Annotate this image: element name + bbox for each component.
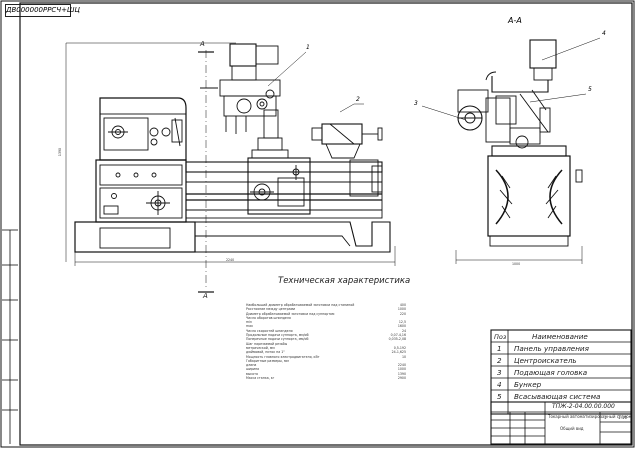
spec-title: Техническая характеристика: [278, 276, 411, 286]
spec-name: Наибольший диаметр обрабатываемой загото…: [246, 303, 355, 307]
spec-value: 1000: [397, 367, 406, 372]
spec-name: max: [246, 324, 253, 329]
spec-name: высота: [246, 371, 258, 376]
spec-value: 0,07-4,16: [390, 333, 406, 338]
spec-name: Продольные подачи суппорта, мм/об: [246, 333, 309, 338]
spec-value: 400: [399, 303, 406, 307]
spec-value: 220: [399, 311, 406, 316]
spec-row: Масса станка, кг 2900: [246, 376, 406, 380]
bom-pos-1: 1: [497, 344, 502, 353]
spec-row: длина 2240: [246, 363, 406, 367]
bom-table: [490, 329, 632, 415]
bom-pos-5: 5: [497, 392, 502, 401]
drawing-scale: 1:10: [618, 415, 627, 420]
spec-name: метрической, мм: [246, 345, 275, 350]
spec-name: дюймовой, ниток на 1": [246, 350, 285, 355]
spec-name: Число оборотов шпинделя: [246, 315, 291, 320]
dim-side-width: 1000: [512, 262, 521, 266]
spec-row: Диаметр обрабатываемой заготовки над суп…: [246, 312, 406, 316]
drawing-name: Токарный автоматизированный станок: [548, 414, 632, 419]
spec-name: min: [246, 320, 253, 325]
spec-row: Габаритные размеры, мм: [246, 359, 406, 363]
spec-row: min 12,5: [246, 320, 406, 324]
spec-row: ширина 1000: [246, 367, 406, 371]
spec-name: Расстояние между центрами: [246, 307, 296, 312]
spec-row: дюймовой, ниток на 1" 24-1,625: [246, 350, 406, 354]
spec-row: max 1600: [246, 324, 406, 328]
view-marker-bottom: А: [203, 292, 208, 300]
spec-row: высота 1390: [246, 372, 406, 376]
spec-row: Поперечные подачи суппорта, мм/об 0,035-2…: [246, 337, 406, 341]
bom-pos-2: 2: [497, 356, 502, 365]
spec-name: Масса станка, кг: [246, 376, 275, 381]
spec-value: 1390: [397, 371, 406, 376]
spec-name: Диаметр обрабатываемой заготовки над суп…: [246, 311, 335, 316]
spec-row: метрической, мм 0,5-192: [246, 346, 406, 350]
bom-pos-3: 3: [497, 368, 502, 377]
spec-row: Продольные подачи суппорта, мм/об 0,07-4,…: [246, 333, 406, 337]
sheet-number: 1: [604, 415, 607, 420]
lathe-front-view: [65, 42, 396, 293]
callout-1: 1: [306, 44, 310, 51]
spec-row: Мощность главного электродвигателя, кВт 1…: [246, 355, 406, 359]
dim-overall-length: 2240: [226, 258, 235, 262]
callout-3: 3: [414, 100, 418, 107]
spec-value: 2900: [397, 376, 406, 381]
spec-value: 0,035-2,08: [388, 337, 406, 342]
spec-value: 2240: [397, 363, 406, 368]
drawing-stamp: ДВ000000РРСЧ+ШЦ: [5, 4, 80, 17]
spec-row: Число скоростей шпинделя 24: [246, 329, 406, 333]
spec-row: Шаг нарезаемой резьбы: [246, 342, 406, 346]
bom-pos-4: 4: [497, 380, 502, 389]
spec-value: 1000: [397, 307, 406, 312]
bom-name-2: Центроискатель: [514, 356, 577, 365]
dim-overall-height: 1390: [58, 147, 63, 157]
view-marker-top: А: [200, 40, 205, 48]
lathe-section-view: [421, 37, 601, 264]
spec-value: 24: [401, 328, 406, 333]
spec-name: Габаритные размеры, мм: [246, 358, 289, 363]
callout-2: 2: [356, 96, 360, 103]
spec-name: длина: [246, 363, 257, 368]
bom-header-pos: Поз: [494, 333, 507, 341]
spec-value: 24-1,625: [391, 350, 406, 355]
spec-value: 10: [401, 354, 406, 359]
spec-value: 12,5: [398, 320, 406, 325]
spec-row: Число оборотов шпинделя: [246, 316, 406, 320]
bom-name-3: Подающая головка: [514, 368, 588, 377]
spec-name: ширина: [246, 367, 260, 372]
bom-name-1: Панель управления: [514, 344, 589, 353]
spec-name: Шаг нарезаемой резьбы: [246, 341, 288, 346]
bom-name-5: Всасывающая система: [514, 392, 601, 401]
spec-value: 0,5-192: [393, 345, 406, 350]
spec-row: Расстояние между центрами 1000: [246, 307, 406, 311]
section-label: А-А: [508, 16, 522, 25]
bom-name-4: Бункер: [514, 380, 542, 389]
spec-name: Поперечные подачи суппорта, мм/об: [246, 337, 309, 342]
spec-name: Мощность главного электродвигателя, кВт: [246, 354, 320, 359]
title-block: [490, 401, 632, 445]
spec-row: Наибольший диаметр обрабатываемой загото…: [246, 303, 406, 307]
spec-value: 1600: [397, 324, 406, 329]
bom-header-name: Наименование: [532, 332, 588, 341]
spec-table: Наибольший диаметр обрабатываемой загото…: [246, 303, 406, 380]
callout-5: 5: [588, 86, 592, 93]
drawing-subtitle: Общий вид: [560, 426, 584, 431]
callout-4: 4: [602, 30, 606, 37]
doc-code: ТПЖ-2-04.00.00.000: [552, 403, 615, 410]
spec-name: Число скоростей шпинделя: [246, 328, 293, 333]
